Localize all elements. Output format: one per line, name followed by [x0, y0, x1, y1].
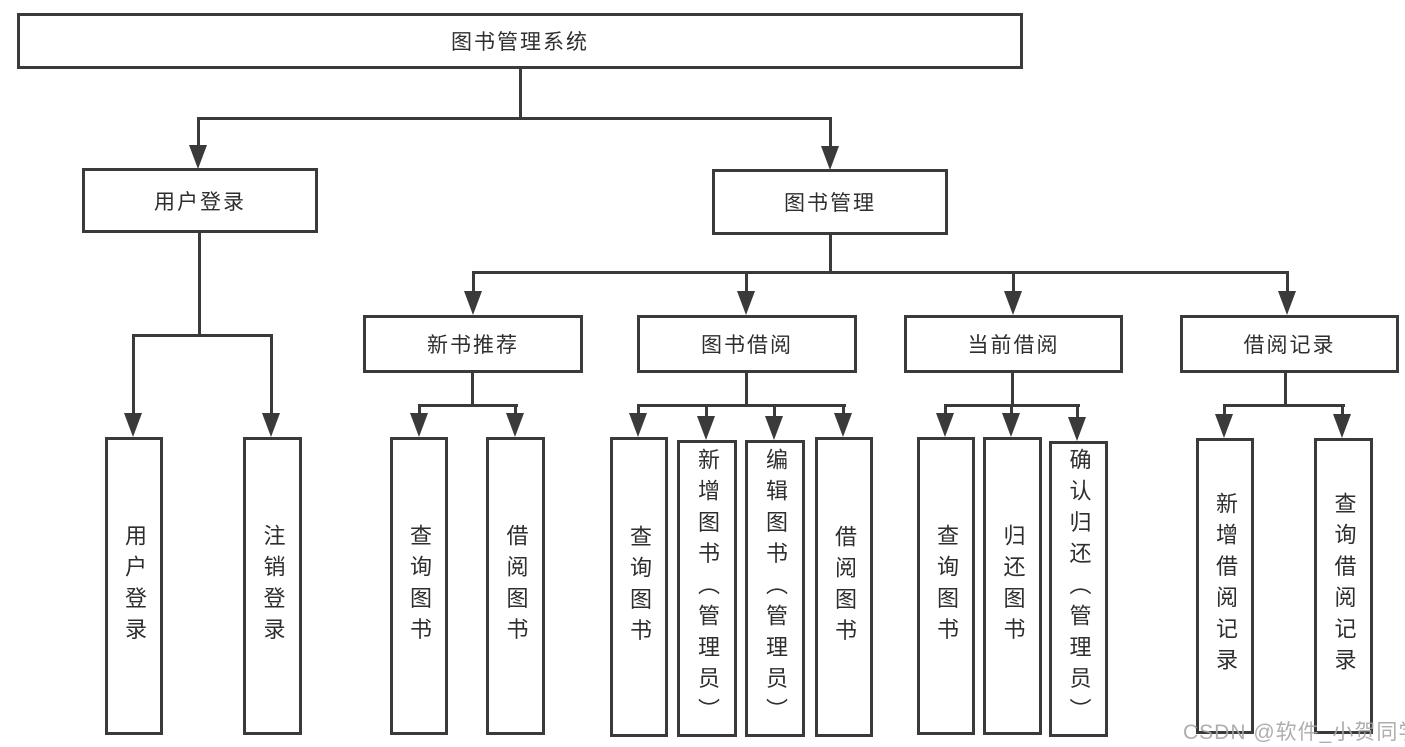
node-query-borrowing-record: 查询借阅记录 [1314, 438, 1373, 734]
node-add-books-admin: 新增图书（管理员） [677, 440, 737, 737]
connector-line [944, 404, 947, 416]
arrow-down-icon [737, 291, 755, 315]
arrow-down-icon [410, 413, 428, 437]
connector-line [132, 334, 273, 337]
arrow-down-icon [697, 416, 715, 440]
arrow-down-icon [124, 413, 142, 437]
arrow-down-icon [1002, 413, 1020, 437]
node-book-management: 图书管理 [712, 169, 948, 235]
node-query-books-recommend: 查询图书 [390, 437, 448, 735]
connector-line [745, 271, 748, 293]
node-current-borrowing: 当前借阅 [904, 315, 1123, 373]
connector-line [829, 235, 832, 273]
connector-line [1284, 373, 1287, 406]
connector-line [773, 404, 776, 418]
arrow-down-icon [464, 291, 482, 315]
node-query-books-borrowing: 查询图书 [610, 437, 668, 737]
connector-line [1223, 404, 1345, 407]
connector-line [1010, 404, 1013, 416]
connector-line [519, 69, 522, 118]
arrow-down-icon [765, 416, 783, 440]
connector-line [418, 404, 518, 407]
connector-line [1223, 404, 1226, 416]
connector-line [471, 373, 474, 406]
connector-line [472, 271, 1289, 274]
node-borrow-books-recommend: 借阅图书 [486, 437, 545, 735]
arrow-down-icon [629, 413, 647, 437]
connector-line [705, 404, 708, 418]
arrow-down-icon [506, 413, 524, 437]
arrow-down-icon [821, 146, 839, 170]
connector-line [1286, 271, 1289, 293]
connector-line [1012, 271, 1015, 293]
arrow-down-icon [1278, 291, 1296, 315]
connector-line [198, 232, 201, 337]
arrow-down-icon [1333, 414, 1351, 438]
node-edit-books-admin: 编辑图书（管理员） [745, 440, 805, 737]
arrow-down-icon [189, 145, 207, 169]
node-return-books: 归还图书 [983, 437, 1042, 735]
connector-line [197, 117, 200, 147]
node-user-login-branch: 用户登录 [82, 168, 318, 233]
arrow-down-icon [1068, 417, 1086, 441]
connector-line [637, 404, 846, 407]
node-user-login: 用户登录 [105, 437, 163, 735]
node-confirm-return-admin: 确认归还（管理员） [1049, 441, 1108, 737]
connector-line [1011, 373, 1014, 406]
connector-line [842, 404, 845, 416]
arrow-down-icon [834, 413, 852, 437]
connector-line [829, 117, 832, 148]
node-new-book-recommendation: 新书推荐 [363, 315, 583, 373]
connector-line [745, 373, 748, 406]
node-borrow-books-borrowing: 借阅图书 [815, 437, 873, 737]
csdn-watermark: CSDN @软件_小贺同学 [1183, 721, 1405, 744]
connector-line [637, 404, 640, 416]
connector-line [418, 404, 421, 416]
connector-line [197, 117, 832, 120]
node-add-borrowing-record: 新增借阅记录 [1196, 438, 1254, 734]
connector-line [472, 271, 475, 293]
node-logout: 注销登录 [243, 437, 302, 735]
arrow-down-icon [1215, 414, 1233, 438]
arrow-down-icon [936, 413, 954, 437]
arrow-down-icon [262, 413, 280, 437]
connector-line [132, 334, 135, 415]
node-query-books-current: 查询图书 [917, 437, 975, 735]
arrow-down-icon [1004, 291, 1022, 315]
connector-line [270, 334, 273, 415]
connector-line [1341, 404, 1344, 416]
node-borrowing-records: 借阅记录 [1180, 315, 1399, 373]
node-book-borrowing: 图书借阅 [637, 315, 857, 373]
connector-line [514, 404, 517, 416]
node-library-system: 图书管理系统 [17, 13, 1023, 69]
connector-line [1076, 404, 1079, 419]
